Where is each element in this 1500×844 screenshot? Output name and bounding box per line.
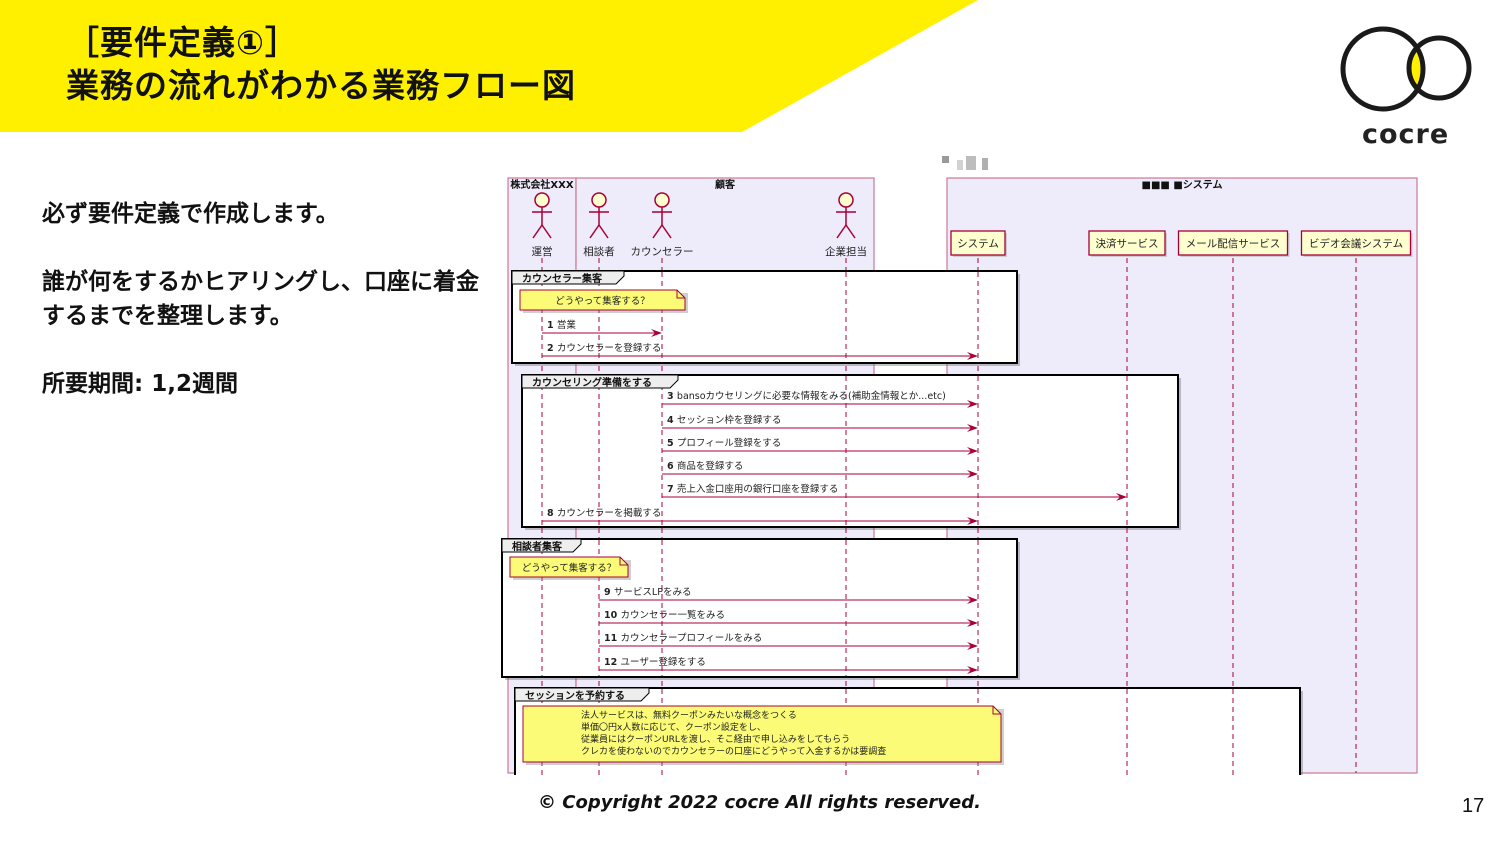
participant-label: メール配信サービス <box>1186 238 1281 250</box>
message: 5 プロフィール登録をする <box>662 437 978 455</box>
arrowhead-icon <box>967 666 978 674</box>
participant: メール配信サービス <box>1177 230 1290 257</box>
group-title: カウンセリング準備をする <box>532 376 652 389</box>
title-banner: ［要件定義①］ 業務の流れがわかる業務フロー図 <box>0 0 980 132</box>
message: 6 商品を登録する <box>662 460 978 478</box>
message-label: 5 プロフィール登録をする <box>667 437 781 449</box>
note-text: 従業員にはクーポンURLを渡し、そこ経由で申し込みをしてもらう <box>581 733 850 745</box>
note: 法人サービスは、無料クーポンみたいな概念をつくる単価〇円x人数に応じて、クーポン… <box>522 705 1004 765</box>
message-label: 6 商品を登録する <box>667 460 743 472</box>
note-text: どうやって集客する？ <box>522 562 617 574</box>
group-title: カウンセラー集客 <box>522 272 603 285</box>
title-line-1: ［要件定義①］ <box>66 23 299 62</box>
arrowhead-icon <box>651 329 662 337</box>
message-label: 12 ユーザー登録をする <box>604 656 706 668</box>
message-label: 9 サービスLPをみる <box>604 587 691 598</box>
message: 7 売上入金口座用の銀行口座を登録する <box>662 483 1127 501</box>
arrowhead-icon <box>967 352 978 360</box>
arrowhead-icon <box>967 619 978 627</box>
message: 10 カウンセラー一覧をみる <box>599 609 978 627</box>
message: 8 カウンセラーを掲載する <box>542 507 978 525</box>
participant-label: システム <box>957 238 999 250</box>
participant: 決済サービス <box>1088 230 1167 257</box>
message-label: 10 カウンセラー一覧をみる <box>604 609 725 621</box>
actor-head-icon <box>534 192 550 208</box>
message-label: 4 セッション枠を登録する <box>667 414 781 426</box>
copyright: © Copyright 2022 cocre All rights reserv… <box>538 792 981 813</box>
arrowhead-icon <box>967 642 978 650</box>
participant-label: ビデオ会議システム <box>1309 237 1403 250</box>
cocre-logo <box>1338 20 1478 150</box>
message: 4 セッション枠を登録する <box>662 414 978 432</box>
arrowhead-icon <box>967 596 978 604</box>
page-title: ［要件定義①］ 業務の流れがわかる業務フロー図 <box>66 22 576 108</box>
group-title: 相談者集客 <box>512 540 563 553</box>
group-frame: カウンセリング準備をする 3 bansoカウセリングに必要な情報をみる(補助金情報… <box>521 374 1181 530</box>
message-label: 11 カウンセラープロフィールをみる <box>604 633 762 644</box>
banner-shape <box>0 0 978 132</box>
actor-head-icon <box>591 192 607 208</box>
logo-circles-icon <box>1340 26 1472 112</box>
box-title: 顧客 <box>715 178 736 191</box>
actor-label: 相談者 <box>583 245 615 258</box>
arrowhead-icon <box>967 517 978 525</box>
business-flow-diagram: 株式会社XXX 顧客 ■■■ ■システム運営 相談者 カウンセラー 企業担当 システム 決済サ… <box>500 150 1425 781</box>
logo-wordmark: cocre <box>1362 119 1450 150</box>
arrowhead-icon <box>967 400 978 408</box>
note-text: 法人サービスは、無料クーポンみたいな概念をつくる <box>581 709 797 721</box>
actor: 運営 <box>532 192 553 258</box>
redacted-label <box>942 156 988 170</box>
message-label: 2 カウンセラーを登録する <box>547 342 661 354</box>
message: 9 サービスLPをみる <box>599 587 978 604</box>
actor: 相談者 <box>583 192 615 258</box>
message-label: 8 カウンセラーを掲載する <box>547 507 661 519</box>
participant-label: 決済サービス <box>1096 237 1159 250</box>
participant: ビデオ会議システム <box>1300 230 1413 257</box>
actor-head-icon <box>838 192 854 208</box>
description-paragraph-2: 誰が何をするかヒアリングし、口座に着金するまでを整理します。 <box>42 269 479 329</box>
description-paragraph-1: 必ず要件定義で作成します。 <box>42 201 339 227</box>
actor: カウンセラー <box>631 192 694 258</box>
note-text: クレカを使わないのでカウンセラーの口座にどうやって入金するかは要調査 <box>581 745 886 757</box>
actor: 企業担当 <box>825 192 867 258</box>
actor-head-icon <box>654 192 670 208</box>
message-label: 1 営業 <box>547 319 576 331</box>
message: 2 カウンセラーを登録する <box>542 342 978 360</box>
actor-label: 運営 <box>532 245 553 258</box>
arrowhead-icon <box>1116 493 1127 501</box>
note-text: 単価〇円x人数に応じて、クーポン設定をし、 <box>581 721 766 733</box>
description: 必ず要件定義で作成します。 誰が何をするかヒアリングし、口座に着金するまでを整理… <box>42 197 492 435</box>
message: 12 ユーザー登録をする <box>599 656 978 674</box>
message: 11 カウンセラープロフィールをみる <box>599 633 978 650</box>
box-title: 株式会社XXX <box>510 178 573 191</box>
actor-label: カウンセラー <box>631 246 694 258</box>
participant: システム <box>950 230 1007 257</box>
group-frame: セッションを予約する法人サービスは、無料クーポンみたいな概念をつくる単価〇円x人… <box>514 687 1303 781</box>
page-number: 17 <box>1462 795 1485 817</box>
arrowhead-icon <box>967 470 978 478</box>
message-label: 3 bansoカウセリングに必要な情報をみる(補助金情報とか...etc) <box>667 390 946 402</box>
title-line-2: 業務の流れがわかる業務フロー図 <box>66 66 576 105</box>
note: どうやって集客する？ <box>519 289 688 313</box>
note-text: どうやって集客する？ <box>555 295 650 307</box>
box-title: ■■■ ■システム <box>1142 179 1223 191</box>
message: 3 bansoカウセリングに必要な情報をみる(補助金情報とか...etc) <box>662 390 978 408</box>
note: どうやって集客する？ <box>509 556 631 580</box>
arrowhead-icon <box>967 424 978 432</box>
message: 1 営業 <box>542 319 662 337</box>
actor-label: 企業担当 <box>825 245 867 258</box>
group-title: セッションを予約する <box>525 689 625 702</box>
arrowhead-icon <box>967 447 978 455</box>
required-period: 所要期間: 1,2週間 <box>42 371 238 397</box>
message-label: 7 売上入金口座用の銀行口座を登録する <box>667 483 838 495</box>
